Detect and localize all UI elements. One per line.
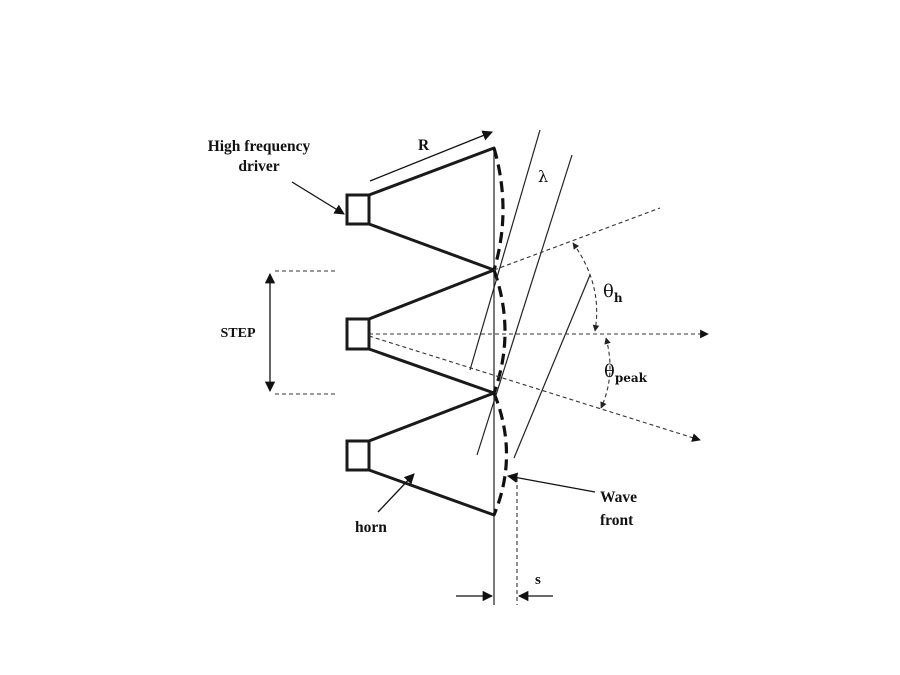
horn-pointer-arrow bbox=[377, 473, 415, 513]
horn-top bbox=[345, 146, 496, 272]
wavelength-lines bbox=[469, 129, 591, 459]
horn-bottom bbox=[345, 391, 496, 517]
driver-pointer-arrow bbox=[291, 181, 345, 215]
horn-label: horn bbox=[355, 519, 387, 536]
theta-peak-subscript: peak bbox=[615, 371, 648, 385]
theta-peak-arc bbox=[600, 337, 611, 409]
horn-middle bbox=[345, 268, 496, 395]
radius-arrow bbox=[369, 130, 493, 182]
driver-label-line2: driver bbox=[238, 158, 279, 175]
theta-h-subscript: h bbox=[614, 291, 623, 305]
driver-box-top bbox=[345, 193, 371, 226]
theta-peak-label: θpeak bbox=[604, 361, 648, 385]
peak-direction-arrow bbox=[368, 335, 701, 442]
driver-box-middle bbox=[345, 317, 371, 351]
horn-angle-line bbox=[493, 207, 661, 271]
driver-label-line1: High frequency bbox=[208, 138, 311, 155]
wave-front-pointer-arrow bbox=[506, 472, 596, 493]
wavelength-label: λ bbox=[538, 167, 548, 186]
radius-label: R bbox=[418, 137, 430, 154]
spacing-label: s bbox=[535, 572, 541, 588]
theta-h-label: θh bbox=[603, 281, 623, 305]
step-label: STEP bbox=[220, 326, 255, 341]
driver-box-bottom bbox=[345, 439, 371, 472]
theta-h-arc bbox=[572, 242, 600, 332]
wave-front-label-line1: Wave bbox=[600, 489, 637, 506]
wave-front-arcs bbox=[492, 147, 509, 516]
wave-front-label-line2: front bbox=[600, 512, 634, 529]
step-dimension bbox=[264, 270, 335, 395]
